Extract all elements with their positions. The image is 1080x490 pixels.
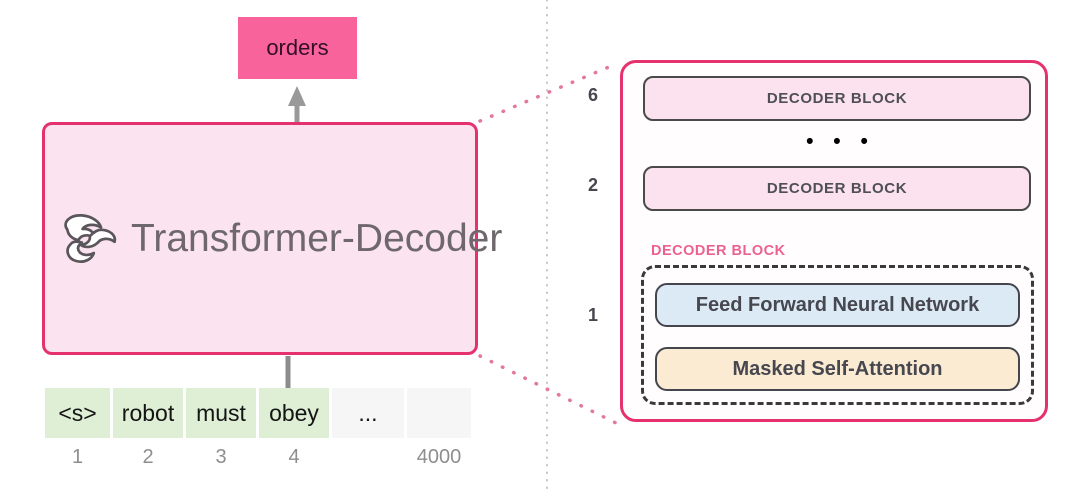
- decoder-block-row-2: DECODER BLOCK: [643, 166, 1031, 211]
- output-token-box: orders: [238, 17, 357, 79]
- token-position-label: 4: [288, 446, 300, 468]
- input-token-row: <s> 1 robot 2 must 3 obey 4 ... 4000: [45, 388, 471, 470]
- token-cell: must: [186, 388, 256, 438]
- token-column: ...: [332, 388, 404, 470]
- feed-forward-layer: Feed Forward Neural Network: [655, 283, 1020, 327]
- token-position-label: 4000: [416, 446, 462, 468]
- token-cell-ellipsis: ...: [332, 388, 404, 438]
- decoder-stack-panel: DECODER BLOCK • • • DECODER BLOCK DECODE…: [620, 60, 1048, 422]
- transformer-logo-icon: [64, 213, 117, 263]
- token-cell: robot: [113, 388, 183, 438]
- stack-index-6: 6: [587, 85, 598, 105]
- token-column: obey 4: [259, 388, 329, 470]
- decoder-block-detail-title: DECODER BLOCK: [651, 243, 786, 259]
- token-column: robot 2: [113, 388, 183, 470]
- decoder-block-detail: Feed Forward Neural Network Masked Self-…: [641, 265, 1034, 405]
- output-arrow-head: [288, 86, 306, 106]
- token-position-label: 2: [142, 446, 154, 468]
- token-column: 4000: [407, 388, 471, 470]
- decoder-block-row-6: DECODER BLOCK: [643, 76, 1031, 121]
- token-cell-empty: [407, 388, 471, 438]
- token-cell: <s>: [45, 388, 110, 438]
- token-position-label: 3: [215, 446, 227, 468]
- stack-index-2: 2: [587, 175, 598, 195]
- masked-self-attention-layer: Masked Self-Attention: [655, 347, 1020, 391]
- token-column: must 3: [186, 388, 256, 470]
- transformer-decoder-box: Transformer-Decoder: [42, 122, 502, 355]
- stack-ellipsis: • • •: [806, 130, 875, 153]
- token-position-label: 1: [71, 446, 84, 468]
- token-cell: obey: [259, 388, 329, 438]
- model-name-label: Transformer-Decoder: [131, 216, 503, 260]
- token-column: <s> 1: [45, 388, 110, 470]
- stack-index-1: 1: [587, 305, 598, 325]
- zoom-connector-bottom: [478, 354, 618, 425]
